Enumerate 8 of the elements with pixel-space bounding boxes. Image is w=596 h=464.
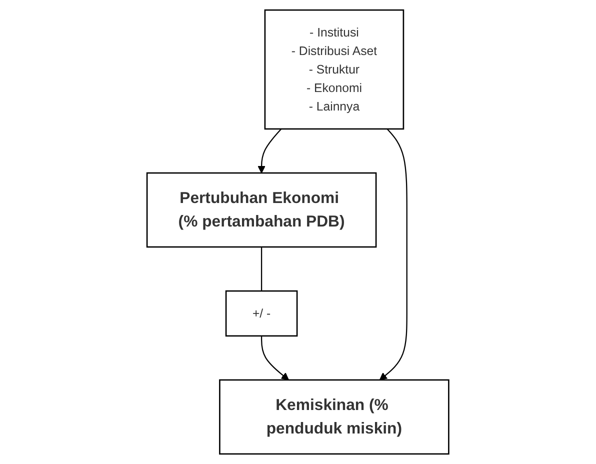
arrow bbox=[261, 336, 290, 380]
node-box: +/ - bbox=[226, 290, 298, 337]
arrow bbox=[258, 128, 282, 174]
connector bbox=[261, 246, 262, 291]
arrow bbox=[380, 128, 408, 380]
node-box: - Institusi - Distribusi Aset - Struktur - Ekonomi - Lainnya bbox=[264, 9, 404, 130]
node-box: Kemiskinan (% penduduk miskin) bbox=[219, 379, 450, 455]
node-box: Pertubuhan Ekonomi (% pertambahan PDB) bbox=[146, 172, 377, 248]
